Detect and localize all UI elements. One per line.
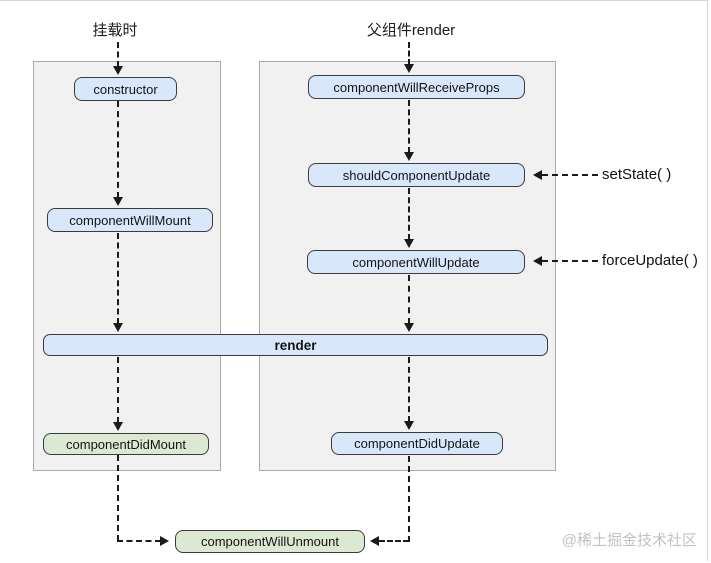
- setstate-arrow-head: [533, 170, 542, 180]
- setstate-label: setState( ): [602, 166, 672, 183]
- setstate-arrow-line: [542, 174, 598, 176]
- arrow-head-shouldupdate-to-willupdate: [404, 239, 414, 248]
- right-edge-line: [707, 0, 708, 561]
- arrow-line-title-to-receiveprops: [408, 42, 410, 65]
- arrow-line-render-to-didmount: [117, 357, 119, 423]
- node-componentdidmount: componentDidMount: [43, 433, 209, 455]
- arrow-head-constructor-to-willmount: [113, 197, 123, 206]
- arrow-line-willmount-to-render: [117, 233, 119, 324]
- node-componentwillmount: componentWillMount: [47, 208, 213, 232]
- arrow-line-willupdate-to-render: [408, 275, 410, 324]
- forceupdate-arrow-line: [542, 260, 598, 262]
- arrow-line-receiveprops-to-shouldupdate: [408, 100, 410, 153]
- connector-didupdate-down-line: [408, 456, 410, 542]
- node-componentdidupdate: componentDidUpdate: [331, 432, 503, 455]
- forceupdate-label: forceUpdate( ): [602, 252, 698, 269]
- parent-render-column-title: 父组件render: [366, 22, 456, 39]
- arrow-line-shouldupdate-to-willupdate: [408, 188, 410, 240]
- mount-column-title: 挂载时: [92, 22, 138, 39]
- node-componentwillupdate: componentWillUpdate: [307, 250, 525, 274]
- watermark: @稀土掘金技术社区: [561, 532, 697, 549]
- node-constructor: constructor: [74, 77, 177, 101]
- connector-didmount-right-line: [117, 540, 161, 542]
- arrow-head-willmount-to-render: [113, 323, 123, 332]
- arrow-head-title-to-constructor: [113, 66, 123, 75]
- connector-didupdate-left-line: [379, 540, 409, 542]
- node-render: render: [43, 334, 548, 356]
- arrow-head-didupdate-to-unmount: [370, 536, 379, 546]
- node-shouldcomponentupdate: shouldComponentUpdate: [308, 163, 525, 187]
- forceupdate-arrow-head: [533, 256, 542, 266]
- arrow-head-render-to-didupdate: [404, 421, 414, 430]
- arrow-line-title-to-constructor: [117, 42, 119, 67]
- top-edge-line: [0, 0, 708, 1]
- arrow-line-constructor-to-willmount: [117, 101, 119, 198]
- arrow-line-render-to-didupdate: [408, 357, 410, 422]
- arrow-head-render-to-didmount: [113, 422, 123, 431]
- arrow-head-didmount-to-unmount: [160, 536, 169, 546]
- connector-didmount-down-line: [117, 455, 119, 541]
- node-componentwillunmount: componentWillUnmount: [175, 530, 365, 553]
- arrow-head-receiveprops-to-shouldupdate: [404, 152, 414, 161]
- mount-panel: [33, 61, 221, 471]
- node-componentwillreceiveprops: componentWillReceiveProps: [308, 75, 525, 99]
- arrow-head-willupdate-to-render: [404, 323, 414, 332]
- arrow-head-title-to-receiveprops: [404, 64, 414, 73]
